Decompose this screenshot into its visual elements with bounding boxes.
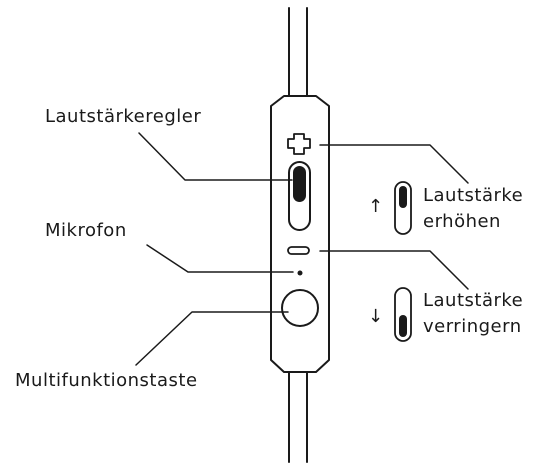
label-volume-down-line1: Lautstärke [423,290,524,311]
label-volume-control: Lautstärkeregler [45,106,202,127]
slider-up-knob [399,186,407,208]
volume-slider-track [288,161,311,231]
slider-up-icon [394,181,412,235]
multifunction-button-circle [281,289,319,327]
arrow-up-icon: ↑ [368,196,384,217]
leader-line-microphone [146,244,294,273]
label-volume-down-line2: verringern [423,316,522,337]
leader-line-volume-up [319,144,469,184]
leader-line-volume-down [319,250,469,290]
minus-icon [287,246,310,255]
label-microphone: Mikrofon [45,220,127,241]
volume-slider-knob [293,166,306,202]
label-volume-up-line2: erhöhen [423,211,501,232]
plus-icon [287,133,311,155]
slider-down-knob [399,315,407,337]
remote-body [270,95,330,373]
microphone-hole [297,270,303,276]
label-volume-up-line1: Lautstärke [423,185,524,206]
slider-down-icon [394,287,412,342]
leader-line-multifunction [135,311,289,366]
label-multifunction-button: Multifunktionstaste [15,370,198,391]
leader-line-volume-control [138,132,293,181]
arrow-down-icon: ↓ [368,306,384,327]
